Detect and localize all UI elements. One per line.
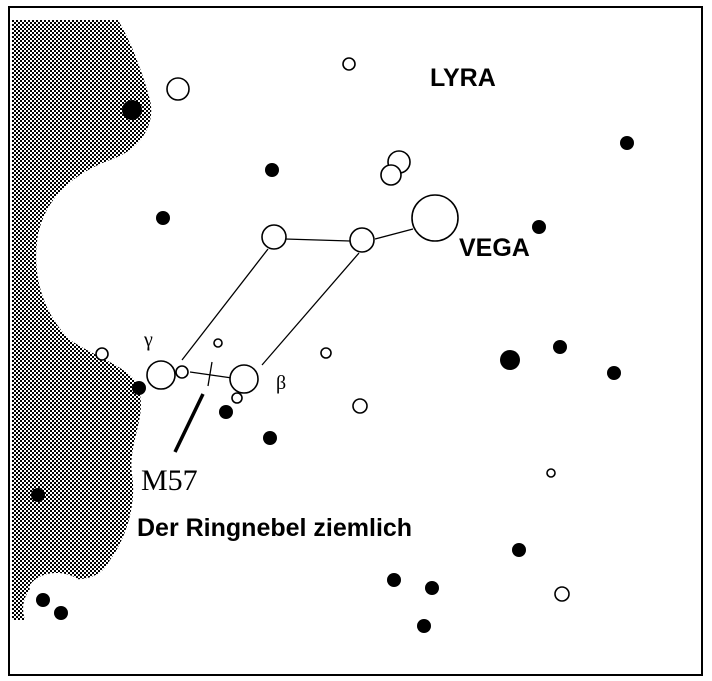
caption-text: Der Ringnebel ziemlich xyxy=(137,514,412,542)
star-open xyxy=(546,468,556,478)
beta-label: β xyxy=(276,372,286,394)
star-vega xyxy=(411,194,459,242)
star-filled xyxy=(607,366,621,380)
m57-pointer xyxy=(173,393,205,453)
line-zeta-gamma xyxy=(181,248,269,361)
line-delta-vega xyxy=(374,228,414,240)
star-open xyxy=(95,347,109,361)
star-open xyxy=(175,365,189,379)
star-filled xyxy=(500,350,520,370)
star-filled xyxy=(620,136,634,150)
star-open xyxy=(352,398,368,414)
star-open xyxy=(320,347,332,359)
open-stars xyxy=(95,57,570,602)
line-delta-beta xyxy=(261,252,360,366)
filled-stars xyxy=(31,100,634,633)
gamma-label: γ xyxy=(143,329,153,351)
star-delta xyxy=(349,227,375,253)
line-zeta-delta xyxy=(284,238,351,242)
star-open xyxy=(231,392,243,404)
star-filled xyxy=(263,431,277,445)
star-filled xyxy=(512,543,526,557)
star-filled xyxy=(219,405,233,419)
star-beta xyxy=(229,364,259,394)
milky-way-region xyxy=(12,20,152,620)
m57-label: M57 xyxy=(141,464,198,497)
star-filled xyxy=(387,573,401,587)
constellation-label: LYRA xyxy=(430,64,496,92)
star-filled xyxy=(265,163,279,177)
star-filled xyxy=(54,606,68,620)
m57-tick xyxy=(207,361,213,387)
star-filled xyxy=(417,619,431,633)
star-open xyxy=(342,57,356,71)
star-epsilon-b xyxy=(380,164,402,186)
star-filled xyxy=(132,381,146,395)
star-filled xyxy=(425,581,439,595)
star-filled xyxy=(532,220,546,234)
star-filled xyxy=(36,593,50,607)
star-filled xyxy=(122,100,142,120)
star-filled xyxy=(31,488,45,502)
star-open xyxy=(166,77,190,101)
star-zeta xyxy=(261,224,287,250)
star-filled xyxy=(553,340,567,354)
star-gamma xyxy=(146,360,176,390)
constellation-lines xyxy=(181,228,414,379)
star-open xyxy=(554,586,570,602)
star-open xyxy=(213,338,223,348)
line-gamma-beta xyxy=(189,371,233,379)
star-filled xyxy=(156,211,170,225)
vega-label: VEGA xyxy=(459,234,530,262)
